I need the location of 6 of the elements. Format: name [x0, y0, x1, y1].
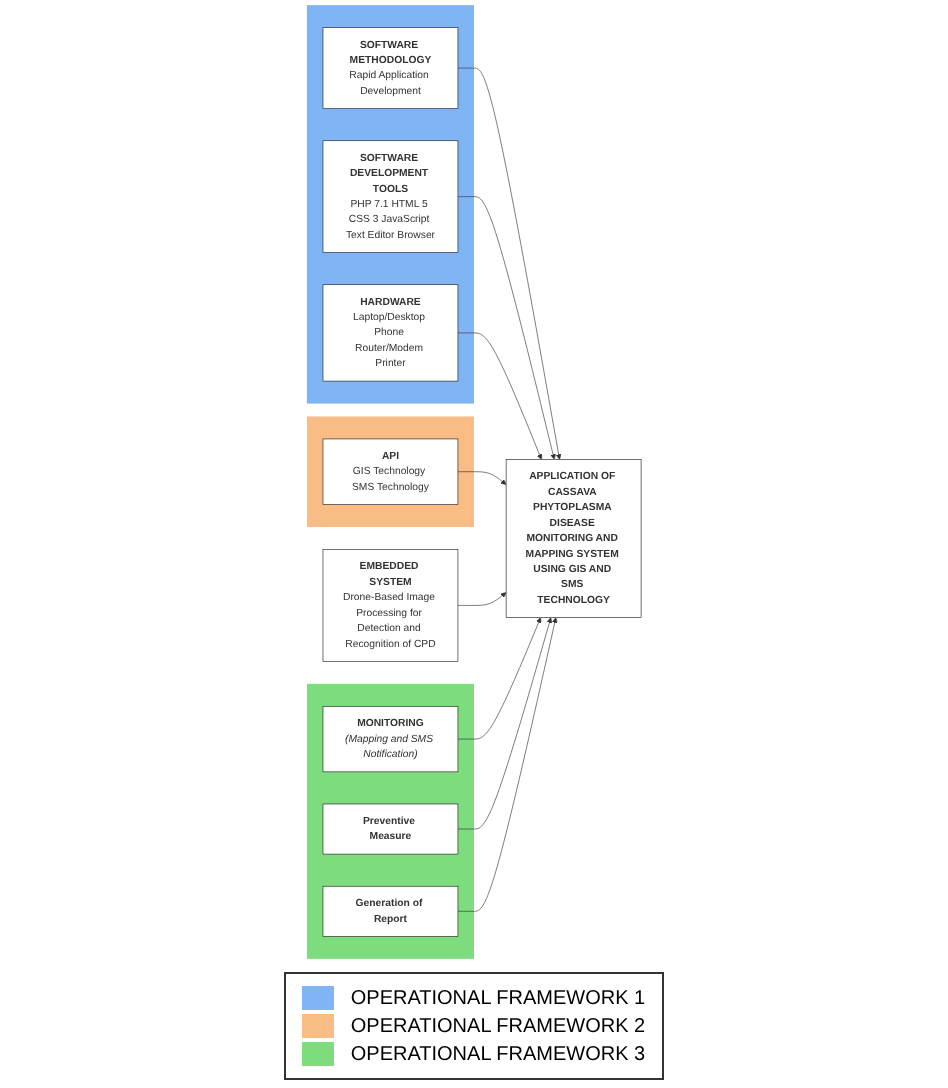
- legend-label: OPERATIONAL FRAMEWORK 1: [350, 987, 646, 1009]
- cluster: [306, 683, 474, 959]
- legend-label: OPERATIONAL FRAMEWORK 3: [350, 1043, 646, 1065]
- legend-label: OPERATIONAL FRAMEWORK 2: [350, 1015, 646, 1037]
- cluster: [306, 416, 474, 527]
- cluster: [306, 5, 474, 404]
